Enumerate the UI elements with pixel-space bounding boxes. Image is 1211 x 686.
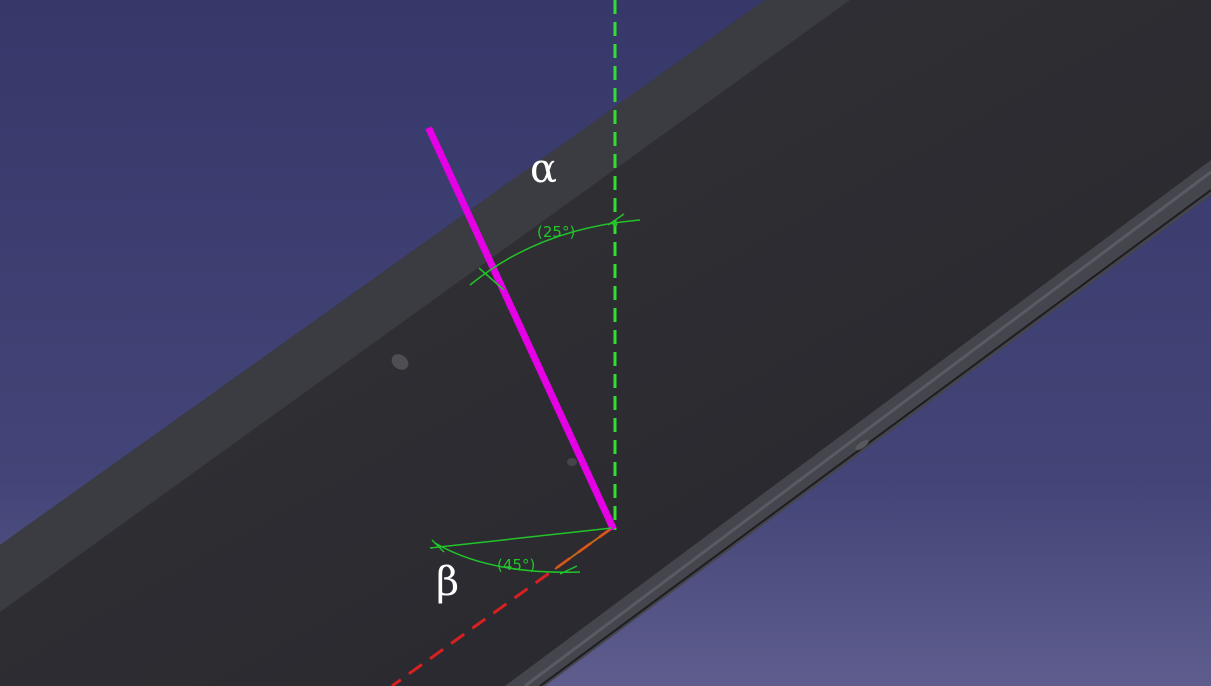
beta-label: β bbox=[436, 559, 459, 605]
inclined-axis-near-segment bbox=[554, 527, 613, 570]
bolt-hole-3 bbox=[855, 439, 869, 451]
beta-angle-value[interactable]: (45°) bbox=[497, 556, 535, 574]
beta-arc-tick-right bbox=[559, 565, 578, 575]
beam-top-flange bbox=[0, 0, 850, 612]
beta-arc-tick-left bbox=[431, 539, 445, 553]
beam-bottom-flange bbox=[505, 160, 1211, 686]
alpha-label: α bbox=[530, 146, 557, 192]
beam-edge-highlight bbox=[524, 170, 1211, 686]
beta-dimension-line[interactable] bbox=[429, 527, 613, 549]
beam-edge-shadow bbox=[539, 189, 1211, 686]
alpha-angle-value[interactable]: (25°) bbox=[537, 223, 575, 241]
beta-dimension-arc[interactable] bbox=[434, 542, 581, 574]
alpha-arc-tick-right bbox=[607, 213, 625, 226]
bolt-hole-1 bbox=[391, 354, 409, 370]
alpha-arc-end-marker bbox=[612, 221, 618, 227]
alpha-arc-tick-left bbox=[478, 267, 505, 291]
bolt-hole-2 bbox=[567, 458, 577, 466]
inclined-axis-line[interactable] bbox=[391, 526, 613, 686]
direction-line[interactable] bbox=[425, 126, 617, 531]
